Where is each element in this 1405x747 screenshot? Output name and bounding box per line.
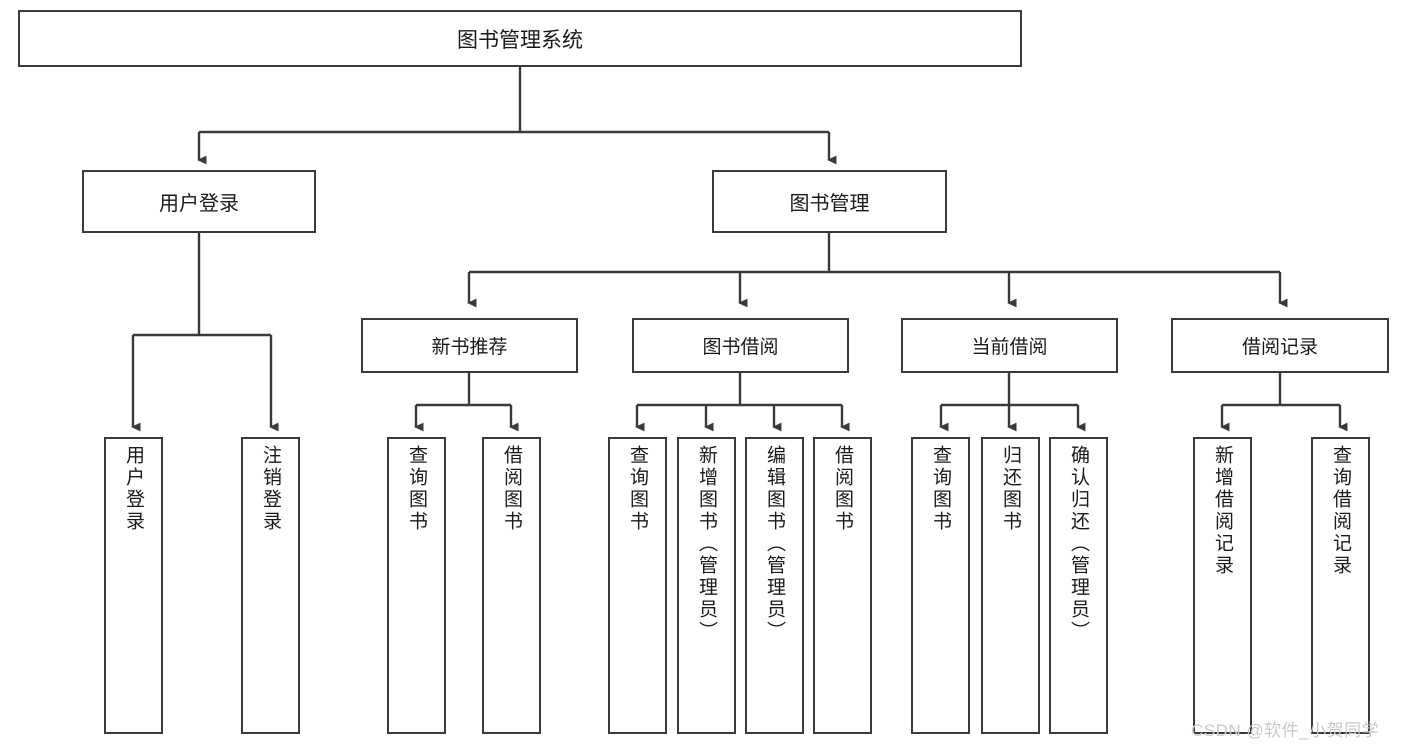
node-leaf-query-record[interactable]: 查询借阅记录: [1311, 437, 1370, 734]
node-book-borrow[interactable]: 图书借阅: [632, 318, 849, 373]
node-leaf-query-record-label: 查询借阅记录: [1330, 445, 1351, 577]
node-borrow-record[interactable]: 借阅记录: [1171, 318, 1389, 373]
node-leaf-add-book-label: 新增图书（管理员）: [696, 445, 717, 643]
node-leaf-query-book-1-label: 查询图书: [406, 445, 427, 533]
node-root[interactable]: 图书管理系统: [18, 10, 1022, 67]
watermark: CSDN @软件_小贺同学: [1191, 721, 1380, 740]
node-leaf-query-book-3[interactable]: 查询图书: [911, 437, 970, 734]
node-leaf-edit-book-label: 编辑图书（管理员）: [764, 445, 785, 643]
node-leaf-query-book-2-label: 查询图书: [627, 445, 648, 533]
node-leaf-add-book[interactable]: 新增图书（管理员）: [677, 437, 736, 734]
node-new-book-recommend[interactable]: 新书推荐: [361, 318, 578, 373]
node-leaf-user-login[interactable]: 用户登录: [104, 437, 163, 734]
node-leaf-return-book-label: 归还图书: [1000, 445, 1021, 533]
node-leaf-borrow-book-2[interactable]: 借阅图书: [813, 437, 872, 734]
node-leaf-add-record[interactable]: 新增借阅记录: [1193, 437, 1252, 734]
node-user-login[interactable]: 用户登录: [82, 170, 316, 233]
node-new-book-recommend-label: 新书推荐: [431, 337, 508, 358]
node-current-borrow[interactable]: 当前借阅: [901, 318, 1118, 373]
node-leaf-borrow-book-2-label: 借阅图书: [832, 445, 853, 533]
node-leaf-query-book-3-label: 查询图书: [930, 445, 951, 533]
node-leaf-add-record-label: 新增借阅记录: [1212, 445, 1233, 577]
node-borrow-record-label: 借阅记录: [1241, 337, 1318, 358]
node-leaf-confirm-return-label: 确认归还（管理员）: [1068, 445, 1089, 643]
node-root-label: 图书管理系统: [457, 28, 583, 52]
node-leaf-confirm-return[interactable]: 确认归还（管理员）: [1049, 437, 1108, 734]
node-leaf-logout-login[interactable]: 注销登录: [241, 437, 300, 734]
node-book-management-label: 图书管理: [789, 193, 870, 215]
node-leaf-query-book-1[interactable]: 查询图书: [387, 437, 446, 734]
node-leaf-borrow-book-1-label: 借阅图书: [501, 445, 522, 533]
node-leaf-return-book[interactable]: 归还图书: [981, 437, 1040, 734]
node-leaf-user-login-label: 用户登录: [123, 445, 144, 533]
node-book-management[interactable]: 图书管理: [712, 170, 947, 233]
node-current-borrow-label: 当前借阅: [971, 337, 1048, 358]
node-book-borrow-label: 图书借阅: [702, 337, 779, 358]
node-leaf-logout-login-label: 注销登录: [260, 445, 281, 533]
node-user-login-label: 用户登录: [159, 193, 239, 215]
node-leaf-edit-book[interactable]: 编辑图书（管理员）: [745, 437, 804, 734]
node-leaf-borrow-book-1[interactable]: 借阅图书: [482, 437, 541, 734]
node-leaf-query-book-2[interactable]: 查询图书: [608, 437, 667, 734]
